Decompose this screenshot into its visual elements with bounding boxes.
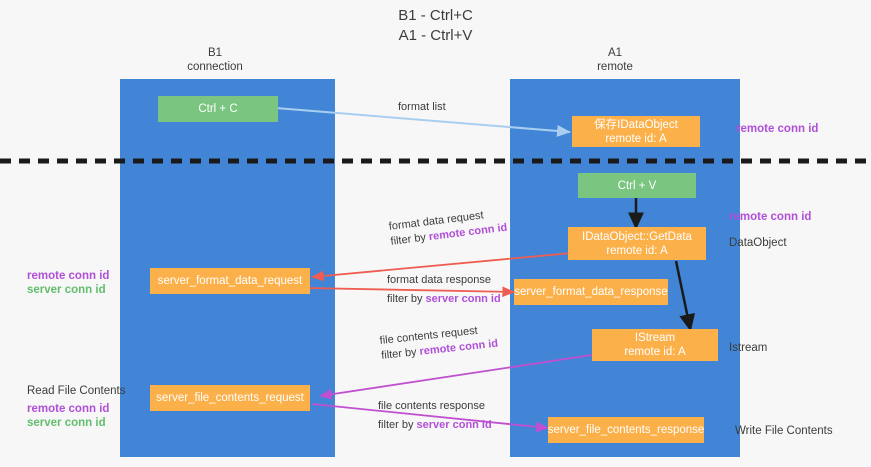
diagram-title-line-1: B1 - Ctrl+C bbox=[398, 7, 473, 24]
node-server-file-contents-response[interactable]: server_file_contents_response bbox=[548, 417, 704, 443]
node-getdata[interactable]: IDataObject::GetData remote id: A bbox=[568, 227, 706, 260]
node-getdata-line-2: remote id: A bbox=[606, 244, 668, 257]
annotation-left-remote-conn-id-mid: remote conn id bbox=[27, 270, 110, 282]
node-server-format-data-request-label: server_format_data_request bbox=[157, 275, 303, 287]
node-getdata-line-1: IDataObject::GetData bbox=[582, 230, 692, 243]
edge-label-format-list: format list bbox=[398, 100, 446, 115]
node-server-format-data-response-label: server_format_data_response bbox=[514, 286, 668, 298]
edge-label-format-data-request: format data request filter by remote con… bbox=[388, 206, 508, 250]
annotation-left-server-conn-id-mid: server conn id bbox=[27, 284, 106, 296]
column-header-left-name: B1 bbox=[207, 47, 223, 59]
edge-label-file-contents-request: file contents request filter by remote c… bbox=[379, 322, 499, 364]
node-ctrl-v[interactable]: Ctrl + V bbox=[578, 173, 696, 198]
annotation-remote-conn-id-top: remote conn id bbox=[736, 123, 819, 135]
node-server-format-data-request[interactable]: server_format_data_request bbox=[150, 268, 310, 294]
edge-label-format-data-response-line-2: filter by server conn id bbox=[387, 292, 501, 307]
node-save-idataobject[interactable]: 保存IDataObject remote id: A bbox=[572, 116, 700, 147]
edge-label-file-contents-response: file contents response filter by server … bbox=[378, 399, 492, 433]
diagram-title: B1 - Ctrl+C A1 - Ctrl+V bbox=[0, 6, 871, 46]
node-istream[interactable]: IStream remote id: A bbox=[592, 329, 718, 361]
edge-label-format-data-response-line-1: format data response bbox=[387, 274, 491, 286]
node-ctrl-c[interactable]: Ctrl + C bbox=[158, 96, 278, 122]
node-ctrl-c-label: Ctrl + C bbox=[198, 103, 238, 115]
column-header-right-name: A1 bbox=[607, 47, 623, 59]
edge-label-format-data-request-prefix: filter by bbox=[389, 231, 430, 248]
edge-label-format-data-response-prefix: filter by bbox=[387, 293, 426, 305]
annotation-left-remote-conn-id-bottom: remote conn id bbox=[27, 403, 110, 415]
column-header-right: A1 remote bbox=[555, 46, 675, 74]
column-header-left-role: connection bbox=[187, 61, 243, 73]
column-header-right-role: remote bbox=[597, 61, 633, 73]
edge-label-format-list-text: format list bbox=[398, 101, 446, 113]
node-istream-line-2: remote id: A bbox=[624, 346, 686, 358]
edge-label-file-contents-response-line-2: filter by server conn id bbox=[378, 418, 492, 433]
diagram-title-line-2: A1 - Ctrl+V bbox=[398, 27, 473, 44]
annotation-remote-conn-id-mid: remote conn id bbox=[729, 211, 812, 223]
edge-label-file-contents-request-prefix: filter by bbox=[380, 345, 421, 362]
node-save-idataobject-line-1: 保存IDataObject bbox=[594, 118, 678, 131]
node-save-idataobject-line-2: remote id: A bbox=[605, 132, 667, 145]
node-ctrl-v-label: Ctrl + V bbox=[617, 179, 657, 192]
annotation-read-file-contents: Read File Contents bbox=[27, 385, 126, 397]
annotation-istream: Istream bbox=[729, 342, 768, 354]
edge-label-file-contents-response-line-1: file contents response bbox=[378, 400, 486, 412]
annotation-write-file-contents: Write File Contents bbox=[735, 425, 833, 437]
edge-label-file-contents-response-highlight: server conn id bbox=[416, 419, 492, 431]
annotation-dataobject: DataObject bbox=[729, 237, 787, 249]
annotation-left-server-conn-id-bottom: server conn id bbox=[27, 417, 106, 429]
node-server-format-data-response[interactable]: server_format_data_response bbox=[514, 279, 668, 305]
edge-label-file-contents-response-prefix: filter by bbox=[378, 419, 417, 431]
edge-label-format-data-response: format data response filter by server co… bbox=[387, 273, 501, 307]
node-server-file-contents-request[interactable]: server_file_contents_request bbox=[150, 385, 310, 411]
node-server-file-contents-request-label: server_file_contents_request bbox=[156, 392, 304, 404]
column-header-left: B1 connection bbox=[155, 46, 275, 74]
node-server-file-contents-response-label: server_file_contents_response bbox=[547, 424, 705, 436]
edge-label-format-data-response-highlight: server conn id bbox=[425, 293, 501, 305]
node-istream-line-1: IStream bbox=[634, 332, 676, 344]
